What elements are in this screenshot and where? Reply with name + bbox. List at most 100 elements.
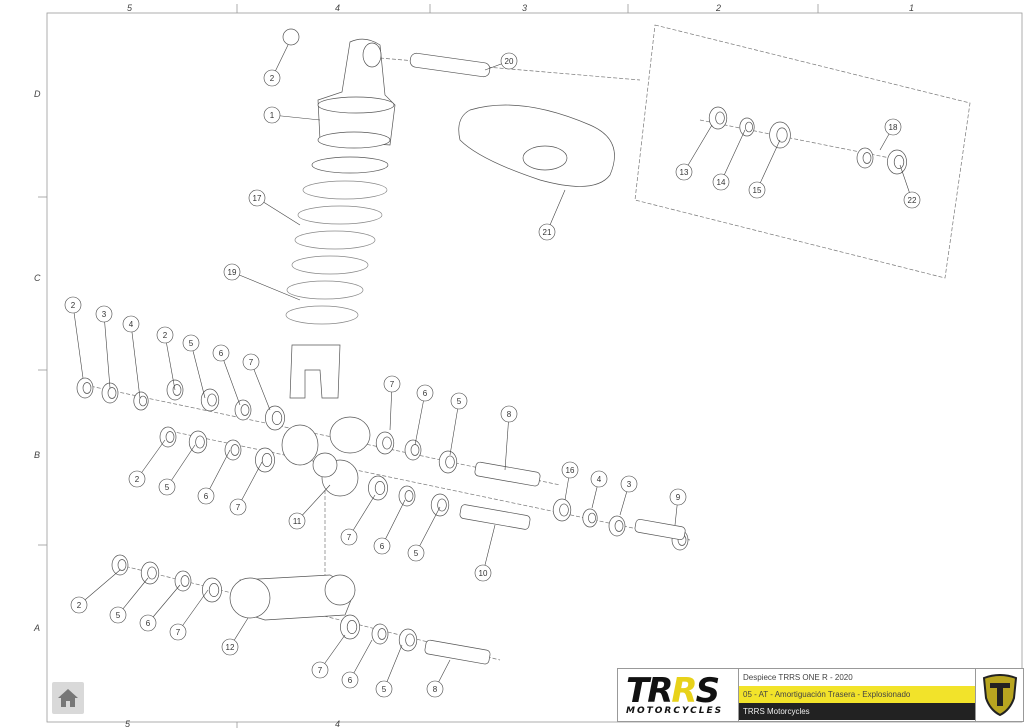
- callout-number: 18: [889, 123, 898, 132]
- part-ring-bore: [445, 455, 455, 469]
- part-ring-bore: [410, 444, 420, 456]
- callout-circle: [95, 305, 113, 323]
- part-ring-bore: [207, 393, 217, 407]
- callout-2: 2: [128, 439, 166, 488]
- callout-number: 7: [176, 628, 181, 637]
- callout-number: 10: [479, 569, 488, 578]
- part-ring-bore: [172, 384, 182, 396]
- part-ring-bore: [230, 444, 240, 456]
- callout-number: 3: [627, 480, 632, 489]
- leader-line: [504, 413, 510, 471]
- callout-number: 6: [204, 492, 209, 501]
- logo-text-c: S: [695, 671, 720, 711]
- callout-2: 2: [156, 326, 176, 391]
- callout-circle: [156, 326, 174, 344]
- callout-number: 6: [146, 619, 151, 628]
- callout-circle: [426, 680, 444, 698]
- callout-5: 5: [182, 334, 206, 399]
- callout-number: 6: [348, 676, 353, 685]
- callout-2: 2: [70, 569, 121, 614]
- leader-line: [720, 129, 746, 183]
- callout-circle: [223, 263, 241, 281]
- part-ring-bore: [147, 566, 157, 580]
- callout-5: 5: [375, 644, 403, 698]
- logo-text-b: R: [671, 671, 697, 711]
- part-ring-bore: [165, 431, 175, 443]
- row-label: C: [34, 273, 41, 283]
- callout-2: 2: [64, 296, 84, 379]
- exploded-parts: [76, 24, 971, 665]
- drawing-frame: [38, 4, 1023, 728]
- callout-circle: [590, 470, 608, 488]
- leader-line: [190, 342, 206, 399]
- shield-logo-icon: [975, 669, 1023, 721]
- callout-number: 6: [219, 349, 224, 358]
- callout-number: 2: [71, 301, 76, 310]
- callout-8: 8: [426, 659, 451, 698]
- part-ring-bore: [117, 559, 127, 571]
- callout-18: 18: [879, 118, 902, 151]
- part-ring-bore: [195, 435, 205, 449]
- col-label: 4: [335, 719, 340, 728]
- part-ring-bore: [862, 152, 872, 164]
- callout-14: 14: [712, 129, 746, 191]
- callout-circle: [538, 223, 556, 241]
- callout-7: 7: [229, 461, 263, 516]
- leader-line: [103, 313, 111, 389]
- callout-circle: [169, 623, 187, 641]
- title-block: TRRS MOTORCYCLES Despiece TRRS ONE R - 2…: [617, 668, 1024, 722]
- part-ring-bore: [107, 387, 117, 399]
- home-button[interactable]: [52, 682, 84, 714]
- callout-7: 7: [383, 375, 401, 431]
- part-ring-bore: [893, 155, 905, 169]
- part-ring-bore: [404, 490, 414, 502]
- callout-number: 16: [566, 466, 575, 475]
- callout-number: 12: [226, 643, 235, 652]
- callout-number: 5: [414, 549, 419, 558]
- col-label: 5: [127, 3, 133, 13]
- callout-number: 4: [129, 320, 134, 329]
- callout-number: 7: [236, 503, 241, 512]
- callout-circle: [416, 384, 434, 402]
- callout-number: 8: [507, 410, 512, 419]
- callout-circle: [340, 528, 358, 546]
- callout-6: 6: [373, 499, 406, 555]
- callout-circle: [221, 638, 239, 656]
- callout-number: 7: [249, 358, 254, 367]
- leader-line: [220, 352, 241, 406]
- callout-19: 19: [223, 263, 301, 301]
- callout-6: 6: [197, 449, 231, 505]
- callout-number: 14: [717, 178, 726, 187]
- callout-number: 22: [908, 196, 917, 205]
- callout-6: 6: [139, 584, 181, 632]
- col-label: 4: [335, 3, 340, 13]
- part-ring-bore: [374, 481, 386, 495]
- callout-number: 2: [270, 74, 275, 83]
- leader-line: [256, 197, 301, 226]
- part-ring-bore: [208, 583, 220, 597]
- callout-number: 19: [228, 268, 237, 277]
- callout-7: 7: [311, 634, 346, 679]
- callout-circle: [450, 392, 468, 410]
- part-ring-bore: [82, 382, 92, 394]
- callout-circle: [64, 296, 82, 314]
- callout-number: 13: [680, 168, 689, 177]
- callout-circle: [158, 478, 176, 496]
- part-ring-bore: [614, 520, 624, 532]
- callout-circle: [248, 189, 266, 207]
- callout-circle: [884, 118, 902, 136]
- callout-number: 15: [753, 186, 762, 195]
- callout-circle: [669, 488, 687, 506]
- part-ring-bore: [745, 121, 753, 133]
- callout-circle: [122, 315, 140, 333]
- part-ring-bore: [559, 503, 569, 517]
- part-ring-bore: [382, 436, 392, 450]
- callout-number: 11: [293, 517, 302, 526]
- callout-number: 4: [597, 475, 602, 484]
- logo-subtext: MOTORCYCLES: [626, 706, 724, 716]
- callout-number: 5: [116, 611, 121, 620]
- callout-15: 15: [748, 139, 781, 199]
- leader-line: [237, 461, 263, 508]
- callout-8: 8: [500, 405, 518, 471]
